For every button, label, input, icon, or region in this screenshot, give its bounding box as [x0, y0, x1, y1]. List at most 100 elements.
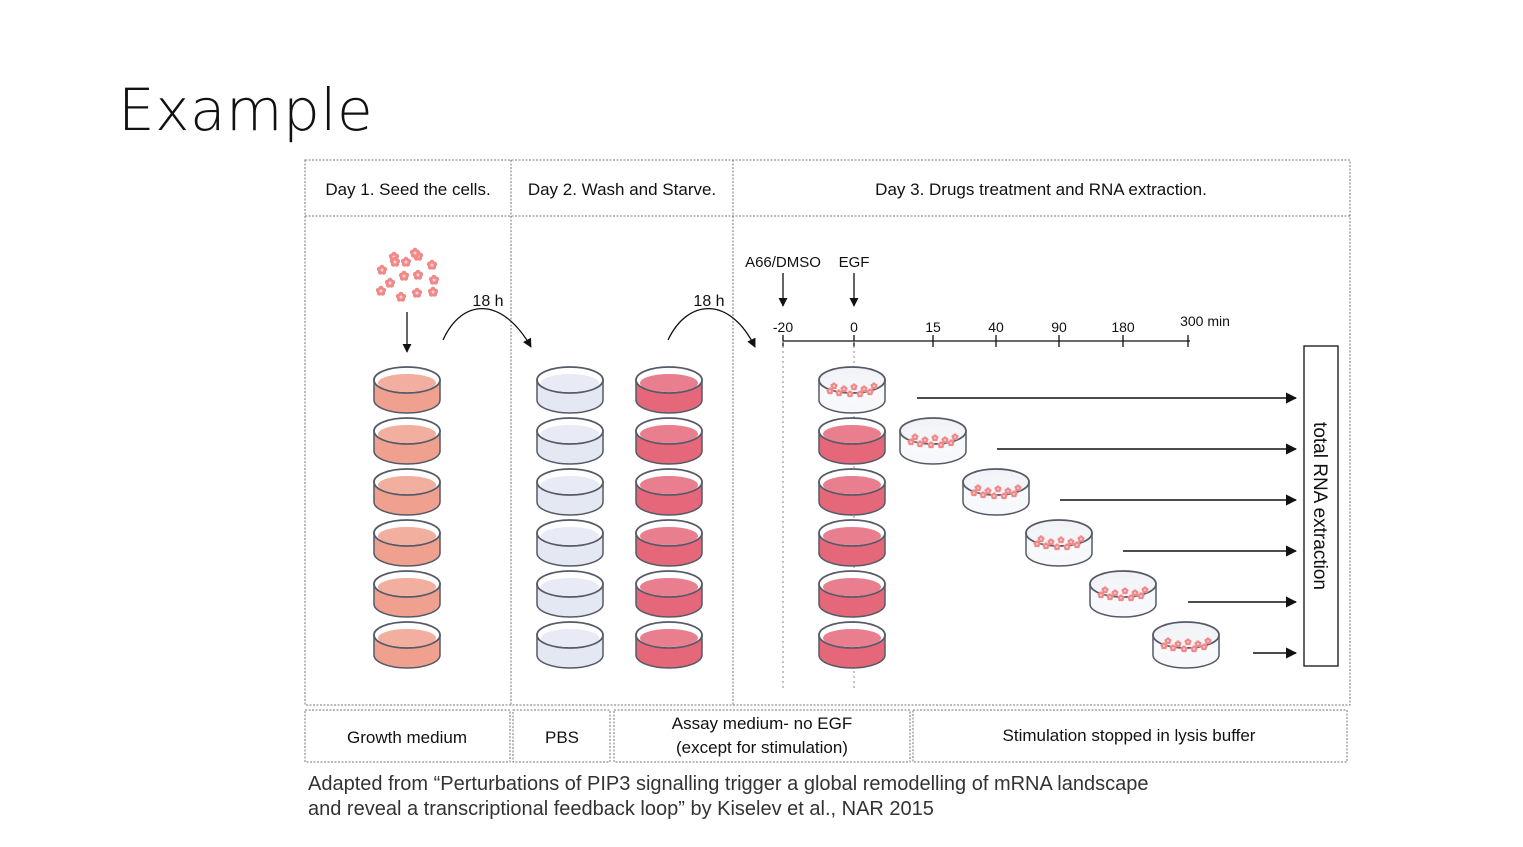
- seed-cells-cluster: [375, 247, 440, 302]
- cell-icon: [426, 259, 438, 270]
- cell-icon: [835, 389, 843, 397]
- endpoint-label: total RNA extraction: [1309, 422, 1330, 590]
- cell-icon: [951, 433, 959, 441]
- cell-icon: [830, 382, 838, 390]
- cell-icon: [970, 489, 978, 497]
- cell-icon: [979, 491, 987, 499]
- cell-icon: [826, 387, 834, 395]
- day1-header: Day 1. Seed the cells.: [325, 180, 490, 199]
- footer-frame: [304, 709, 1348, 763]
- cell-icon: [1169, 644, 1177, 652]
- growth-dish: [373, 417, 441, 465]
- source-caption: Adapted from “Perturbations of PIP3 sign…: [308, 772, 1148, 822]
- cell-icon: [409, 247, 421, 258]
- footer-assay-line1: Assay medium- no EGF: [672, 714, 852, 733]
- cell-icon: [947, 439, 955, 447]
- cell-icon: [860, 385, 868, 393]
- timeline-tick-label: 300 min: [1180, 313, 1230, 329]
- pbs-dish: [536, 366, 604, 414]
- growth-dish: [373, 570, 441, 618]
- cell-icon: [395, 291, 407, 302]
- assay-dish: [635, 621, 703, 669]
- slide-title: Example: [118, 76, 374, 144]
- growth-dish: [373, 519, 441, 567]
- cell-icon: [1204, 637, 1212, 645]
- cell-icon: [400, 256, 412, 267]
- pbs-dish: [536, 468, 604, 516]
- cell-icon: [866, 388, 874, 396]
- cell-icon: [1117, 594, 1125, 602]
- cell-icon: [1101, 586, 1109, 594]
- stimulated-dish: [1089, 570, 1157, 618]
- cell-icon: [1160, 642, 1168, 650]
- cell-icon: [1073, 541, 1081, 549]
- day2-header: Day 2. Wash and Starve.: [528, 180, 716, 199]
- cell-icon: [1067, 538, 1075, 546]
- transition-label-2: 18 h: [693, 293, 724, 310]
- cell-icon: [984, 487, 992, 495]
- footer-assay-line2: (except for stimulation): [676, 738, 848, 757]
- cell-icon: [384, 277, 396, 288]
- stimulated-dish: [962, 468, 1030, 516]
- cell-icon: [1053, 543, 1061, 551]
- cell-icon: [376, 264, 388, 275]
- cell-icon: [1004, 487, 1012, 495]
- assay-dish: [635, 417, 703, 465]
- stimulus-label: EGF: [839, 254, 870, 271]
- cell-icon: [1000, 492, 1008, 500]
- footer-growth-medium: Growth medium: [347, 728, 467, 747]
- cell-icon: [411, 287, 423, 298]
- transition-arrow-2: [667, 308, 756, 348]
- cell-icon: [1174, 640, 1182, 648]
- timeline-tick-label: 15: [925, 319, 941, 335]
- timeline-tick-label: -20: [773, 319, 793, 335]
- cell-icon: [1121, 587, 1129, 595]
- stimulated-dish: [818, 366, 886, 414]
- cell-icon: [1042, 542, 1050, 550]
- cell-icon: [1010, 490, 1018, 498]
- endpoint-box: [1303, 345, 1339, 667]
- day3-header: Day 3. Drugs treatment and RNA extractio…: [875, 180, 1207, 199]
- stimulated-dish: [899, 417, 967, 465]
- cell-icon: [412, 269, 424, 280]
- cell-icon: [1037, 535, 1045, 543]
- timeline-tick-label: 40: [988, 319, 1004, 335]
- cell-icon: [1137, 592, 1145, 600]
- cell-icon: [931, 434, 939, 442]
- cell-icon: [1184, 638, 1192, 646]
- timeline-tick-label: 0: [850, 319, 858, 335]
- stimulated-dish: [1152, 621, 1220, 669]
- cell-icon: [1141, 586, 1149, 594]
- assay-dish: [818, 417, 886, 465]
- cell-icon: [1063, 543, 1071, 551]
- harvest-arrows: [917, 392, 1298, 659]
- pbs-dish: [536, 621, 604, 669]
- assay-dish: [818, 570, 886, 618]
- transition-arrow-1: [442, 308, 532, 348]
- assay-dish: [818, 468, 886, 516]
- inhibitor-label: A66/DMSO: [745, 254, 821, 271]
- cell-icon: [427, 286, 439, 297]
- pbs-dish: [536, 570, 604, 618]
- cell-icon: [375, 285, 387, 296]
- stimulated-dish: [1025, 519, 1093, 567]
- cell-icon: [994, 485, 1002, 493]
- cell-icon: [398, 270, 410, 281]
- cell-icon: [1097, 591, 1105, 599]
- footer-pbs: PBS: [545, 728, 579, 747]
- cell-icon: [1106, 593, 1114, 601]
- cell-icon: [907, 438, 915, 446]
- growth-dish: [373, 621, 441, 669]
- assay-dish: [818, 519, 886, 567]
- cell-icon: [1194, 640, 1202, 648]
- cell-icon: [927, 441, 935, 449]
- assay-dish: [635, 570, 703, 618]
- cell-icon: [974, 484, 982, 492]
- pbs-dish: [536, 417, 604, 465]
- cell-icon: [1077, 535, 1085, 543]
- cell-icon: [428, 274, 440, 285]
- dish-grid: [373, 366, 1220, 669]
- cell-icon: [1014, 484, 1022, 492]
- cell-icon: [840, 385, 848, 393]
